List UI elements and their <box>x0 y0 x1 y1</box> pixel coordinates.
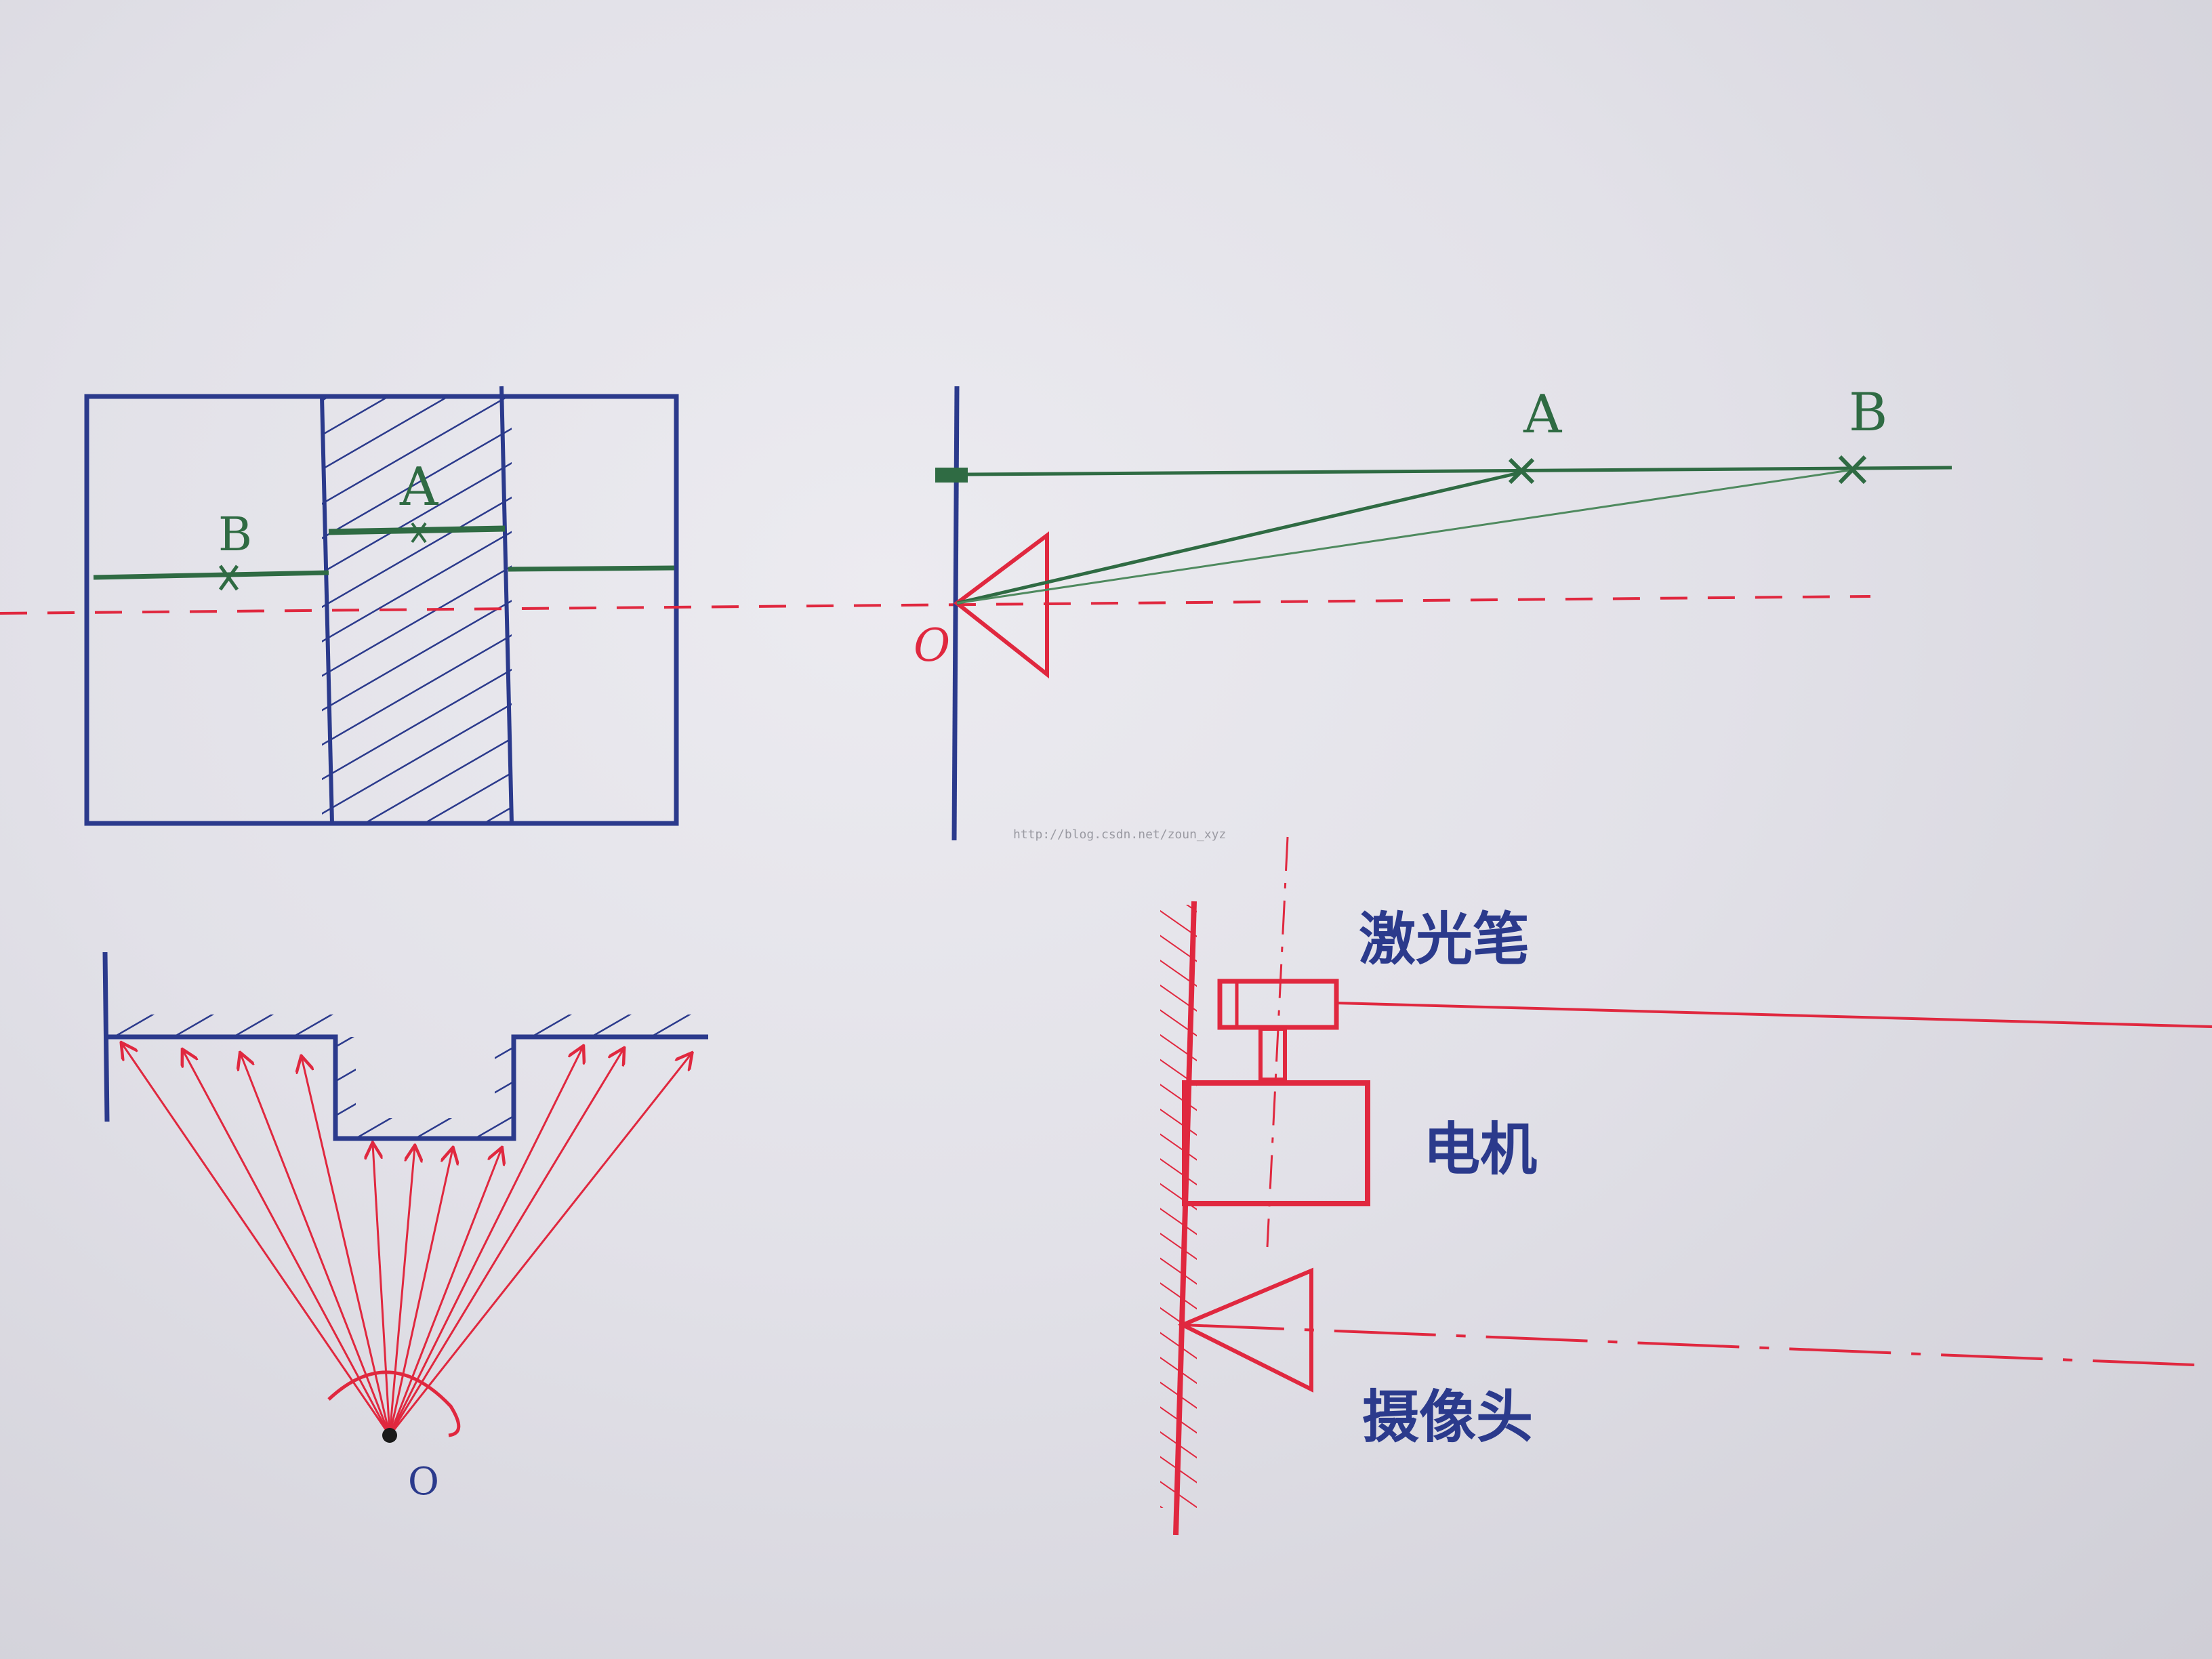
label-laser-pointer: 激光笔 <box>1359 906 1530 972</box>
top-right-panel: A B O <box>914 382 1952 841</box>
camera-triangle <box>1177 1267 1313 1393</box>
point-b-mark <box>218 565 239 591</box>
camera-axis <box>1182 1324 2212 1367</box>
camera-triangle <box>954 531 1049 679</box>
bottom-left-panel: O <box>102 951 708 1504</box>
laser-beam <box>1336 1002 2212 1028</box>
light-rays <box>122 1044 691 1436</box>
vertical-wall <box>951 386 960 841</box>
red-dashed-axis <box>0 595 1871 615</box>
rotation-arc <box>327 1370 461 1437</box>
label-origin: O <box>408 1460 439 1504</box>
ray-to-a <box>956 470 1522 605</box>
ray-to-b <box>956 468 1854 605</box>
motor-body <box>1182 1080 1370 1206</box>
watermark: http://blog.csdn.net/zoun_xyz <box>1013 827 1226 842</box>
outer-frame <box>84 394 679 826</box>
label-origin: O <box>914 619 950 672</box>
top-left-panel: A B <box>84 386 679 826</box>
frame-divider-left <box>320 396 334 824</box>
motor-shaft <box>1258 1027 1287 1082</box>
stepped-surface-hatch <box>105 1015 705 1139</box>
label-a: A <box>399 457 439 518</box>
laser-beam <box>967 466 1952 476</box>
laser-mount <box>935 468 968 483</box>
label-motor: 电机 <box>1423 1116 1537 1183</box>
green-line-right <box>508 565 675 572</box>
label-camera: 摄像头 <box>1362 1384 1533 1450</box>
stepped-surface <box>107 1034 708 1141</box>
origin-point <box>382 1428 397 1443</box>
frame-divider-right <box>499 386 514 824</box>
green-line-left <box>93 570 329 580</box>
label-b: B <box>218 508 252 562</box>
point-b-mark <box>1838 455 1867 485</box>
point-a-mark <box>411 522 427 544</box>
center-axis <box>1266 836 1289 1248</box>
point-a-mark <box>1508 457 1535 485</box>
bottom-right-panel: 激光笔 电机 摄像头 <box>1160 836 2212 1536</box>
label-b: B <box>1849 382 1887 443</box>
label-a: A <box>1523 384 1563 445</box>
red-wall <box>1173 901 1197 1536</box>
left-wall <box>102 951 110 1122</box>
